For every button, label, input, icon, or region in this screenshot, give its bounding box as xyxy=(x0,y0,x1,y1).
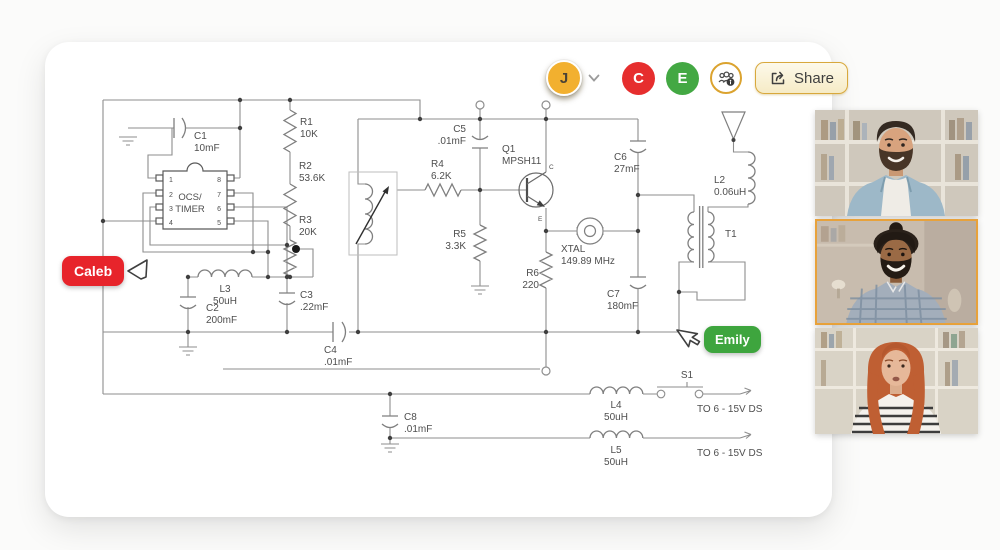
label-c3-ref: C3 xyxy=(300,290,313,301)
ic-label-line1: OCS/ xyxy=(178,192,202,203)
collaboration-toolbar: J C E Share xyxy=(546,59,849,97)
label-c7-val: 180mF xyxy=(607,301,638,312)
label-r3-ref: R3 xyxy=(299,215,312,226)
people-group-icon xyxy=(718,70,734,86)
label-r4-val: 6.2K xyxy=(431,171,452,182)
component-labels: C1 10mF R1 10K R2 53.6K R3 20K L3 50uH C… xyxy=(194,117,763,468)
component-s1-switch[interactable] xyxy=(656,389,704,399)
video-tile-man-plaid-active[interactable] xyxy=(815,219,978,325)
label-r2-ref: R2 xyxy=(299,161,312,172)
label-c2-ref: C2 xyxy=(206,303,219,314)
label-r6-val: 220 xyxy=(522,280,539,291)
cursor-name-badge: Caleb xyxy=(62,256,125,286)
label-l2-val: 0.06uH xyxy=(714,187,746,198)
label-output-2: TO 6 - 15V DS xyxy=(697,448,763,459)
open-terminals xyxy=(475,100,551,376)
label-r1-val: 10K xyxy=(300,129,318,140)
label-xtal-ref: XTAL xyxy=(561,244,586,255)
video-tile-woman-striped[interactable] xyxy=(815,328,978,434)
label-c6-ref: C6 xyxy=(614,152,627,163)
label-r5-val: 3.3K xyxy=(445,241,466,252)
label-xtal-val: 149.89 MHz xyxy=(561,256,615,267)
participant-video xyxy=(817,221,976,323)
label-l4-val: 50uH xyxy=(604,412,628,423)
share-icon xyxy=(771,71,785,85)
label-l3-ref: L3 xyxy=(219,284,231,295)
ic-pin-6: 6 xyxy=(217,206,221,213)
component-q1-transistor[interactable]: C E xyxy=(518,164,554,223)
avatar-initial: J xyxy=(559,69,569,87)
share-button[interactable]: Share xyxy=(755,62,849,94)
label-r5-ref: R5 xyxy=(453,229,466,240)
label-c4-val: .01mF xyxy=(324,357,352,368)
ic-pin-5: 5 xyxy=(217,220,221,227)
chevron-down-icon[interactable] xyxy=(588,74,600,82)
video-call-panel xyxy=(815,110,978,437)
label-c1-val: 10mF xyxy=(194,143,220,154)
label-r6-ref: R6 xyxy=(526,268,539,279)
label-l3-val: 50uH xyxy=(213,296,237,307)
label-r2-val: 53.6K xyxy=(299,173,325,184)
resistors xyxy=(282,109,554,289)
q1-collector-label: C xyxy=(549,164,554,171)
avatar-collaborator-e[interactable]: E xyxy=(666,61,699,95)
label-r4-ref: R4 xyxy=(431,159,444,170)
label-c2-val: 200mF xyxy=(206,315,237,326)
avatar-initial: E xyxy=(677,69,688,87)
label-c7-ref: C7 xyxy=(607,289,620,300)
label-c8-val: .01mF xyxy=(404,424,432,435)
ic-pin-8: 8 xyxy=(217,177,221,184)
label-c8-ref: C8 xyxy=(404,412,417,423)
antenna-symbol[interactable] xyxy=(721,111,746,141)
component-ic-timer[interactable]: 1 2 3 4 8 7 6 5 OCS/ TIMER xyxy=(155,162,235,230)
component-xtal[interactable] xyxy=(576,217,604,245)
label-r1-ref: R1 xyxy=(300,117,313,128)
ic-pin-3: 3 xyxy=(169,206,173,213)
ic-pin-2: 2 xyxy=(169,192,173,199)
label-q1-ref: Q1 xyxy=(502,144,516,155)
label-c6-val: 27mF xyxy=(614,164,640,175)
participant-video xyxy=(815,328,978,434)
share-button-label: Share xyxy=(794,69,835,87)
label-c1-ref: C1 xyxy=(194,131,207,142)
label-c5-val: .01mF xyxy=(438,136,466,147)
ic-pin-4: 4 xyxy=(169,220,173,227)
inductors xyxy=(197,151,756,439)
label-q1-val: MPSH11 xyxy=(502,156,542,167)
avatar-current-user[interactable]: J xyxy=(546,60,582,96)
junction-dots xyxy=(100,97,736,441)
label-l2-ref: L2 xyxy=(714,175,726,186)
label-t1-ref: T1 xyxy=(725,229,737,240)
cursor-name-badge: Emily xyxy=(704,326,761,353)
ic-label-line2: TIMER xyxy=(175,204,205,215)
label-c3-val: .22mF xyxy=(300,302,328,313)
ic-pin-1: 1 xyxy=(169,177,173,184)
capacitor-plates xyxy=(173,117,647,429)
label-output-1: TO 6 - 15V DS xyxy=(697,404,763,415)
label-l4-ref: L4 xyxy=(610,400,622,411)
cursor-arrow-icon xyxy=(127,259,148,280)
ground-symbols xyxy=(119,136,489,453)
label-r3-val: 20K xyxy=(299,227,317,238)
participants-button[interactable] xyxy=(710,62,742,94)
avatar-initial: C xyxy=(633,69,644,87)
cursor-emily: Emily xyxy=(674,326,761,360)
participant-video xyxy=(815,110,978,216)
avatar-collaborator-c[interactable]: C xyxy=(622,61,655,95)
q1-emitter-label: E xyxy=(538,216,543,223)
cursor-arrow-icon xyxy=(676,329,701,348)
cursor-caleb: Caleb xyxy=(62,256,152,286)
component-variable-inductor[interactable] xyxy=(348,171,398,256)
label-s1-ref: S1 xyxy=(681,370,694,381)
label-l5-ref: L5 xyxy=(610,445,622,456)
label-c5-ref: C5 xyxy=(453,124,466,135)
video-tile-man-denim[interactable] xyxy=(815,110,978,216)
label-c4-ref: C4 xyxy=(324,345,337,356)
label-l5-val: 50uH xyxy=(604,457,628,468)
ic-pin-7: 7 xyxy=(217,192,221,199)
